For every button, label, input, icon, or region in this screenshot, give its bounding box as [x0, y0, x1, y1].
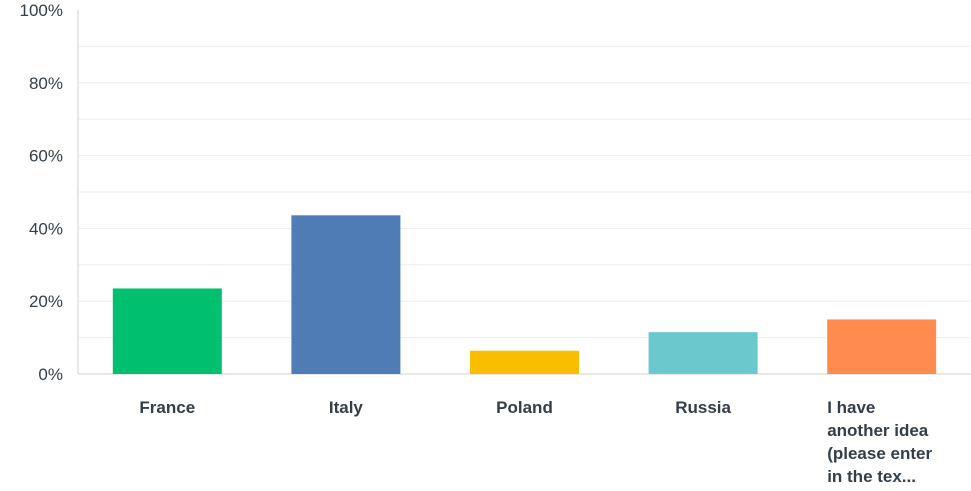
y-tick-label: 40% [29, 219, 63, 238]
y-tick-label: 60% [29, 147, 63, 166]
x-axis-labels: France Italy Poland Russia I have another ide… [139, 398, 932, 486]
bars [112, 215, 937, 374]
y-tick-label: 0% [38, 365, 63, 384]
y-tick-label: 80% [29, 74, 63, 93]
x-category-label-line: another idea [827, 421, 929, 440]
bar-france [112, 288, 222, 374]
gridlines [78, 45, 971, 339]
x-category-label: France [139, 398, 195, 417]
x-category-label-line: in the tex... [827, 467, 916, 486]
y-tick-label: 20% [29, 292, 63, 311]
x-category-label: Italy [329, 398, 364, 417]
bar-russia [648, 332, 758, 374]
x-category-label-line: I have [827, 398, 875, 417]
y-tick-label: 100% [20, 1, 63, 20]
bar-italy [291, 215, 401, 374]
x-category-label: I have another idea (please enter in the te… [827, 398, 932, 486]
bar-poland [470, 350, 579, 374]
x-category-label: Russia [675, 398, 731, 417]
x-category-label-line: (please enter [827, 444, 932, 463]
x-category-label: Poland [496, 398, 553, 417]
y-axis-ticks: 0% 20% 40% 60% 80% 100% [20, 1, 63, 384]
bar-i [827, 319, 937, 374]
